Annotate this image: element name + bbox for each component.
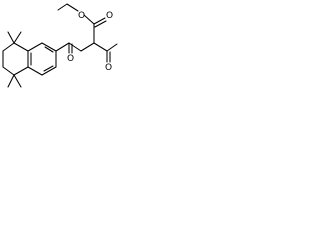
aromatic-ring-bond-1 bbox=[41, 42, 57, 52]
chemical-structure-diagram: O O O O bbox=[0, 0, 140, 145]
aromatic-ring-bond-2 bbox=[27, 42, 43, 52]
ester-o-carbonyl-bond bbox=[83, 14, 95, 25]
ketone-aryl-bond bbox=[55, 42, 70, 52]
lower-gem-dimethyl-right bbox=[13, 74, 22, 88]
aromatic-ring-bond-5 bbox=[41, 66, 57, 76]
acetyl-o-label: O bbox=[105, 63, 112, 73]
saturated-ring-bond-5 bbox=[13, 66, 29, 76]
upper-gem-dimethyl-left bbox=[7, 31, 15, 44]
ester-o-double-label: O bbox=[106, 11, 113, 21]
aromatic-ring-bond-4 bbox=[27, 66, 43, 76]
ch-acetyl-bond bbox=[93, 42, 108, 52]
aromatic-inner-bond-3 bbox=[43, 65, 54, 72]
ch-ch2-bond bbox=[80, 42, 95, 52]
lower-gem-dimethyl-left bbox=[7, 74, 15, 88]
saturated-ring-bond-2 bbox=[2, 42, 15, 52]
ch2-ketone-bond bbox=[68, 42, 82, 52]
ester-carbonyl-double-bond-a bbox=[93, 17, 106, 25]
upper-gem-dimethyl-right bbox=[13, 31, 22, 44]
ketone-o-label: O bbox=[67, 54, 74, 64]
saturated-ring-bond-1 bbox=[13, 42, 29, 52]
acetyl-methyl-bond bbox=[106, 43, 118, 52]
saturated-ring-bond-4 bbox=[2, 66, 15, 76]
aromatic-inner-bond-1 bbox=[44, 46, 54, 53]
ethyl-ch2-o-bond bbox=[66, 3, 79, 12]
ethyl-ch3-bond bbox=[57, 3, 68, 11]
ester-carbonyl-double-bond-b bbox=[94, 20, 107, 28]
ester-o-single-label: O bbox=[78, 11, 85, 21]
